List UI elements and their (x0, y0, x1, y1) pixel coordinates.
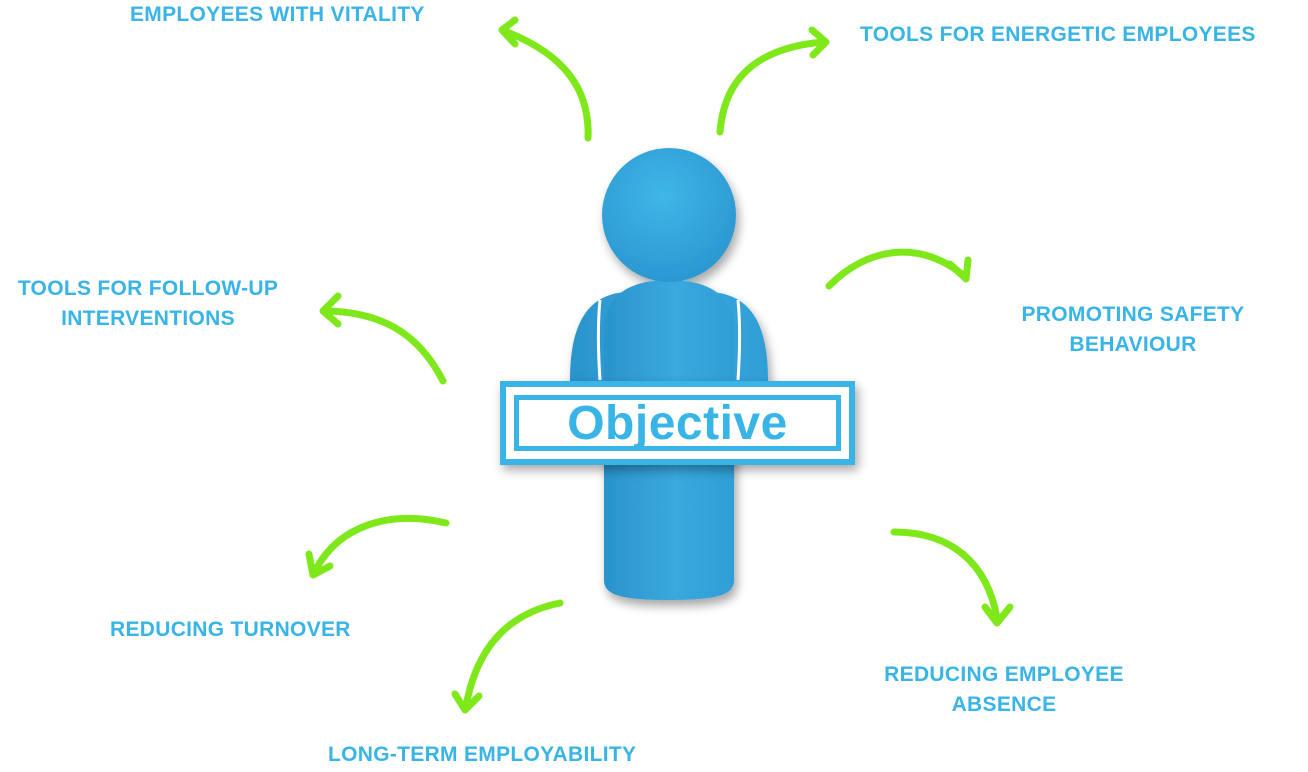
label-reducing-employee-absence: REDUCING EMPLOYEE ABSENCE (866, 660, 1142, 720)
label-text: REDUCING TURNOVER (110, 618, 351, 641)
objective-sign-inner: Objective (514, 395, 841, 451)
label-text: EMPLOYEES WITH VITALITY (130, 3, 425, 26)
label-text: TOOLS FOR ENERGETIC EMPLOYEES (860, 23, 1256, 46)
label-text-line1: PROMOTING SAFETY (1021, 303, 1245, 326)
label-text-line1: REDUCING EMPLOYEE (884, 663, 1124, 686)
arrow-followup-icon (319, 292, 447, 385)
arrow-turnover-icon (305, 514, 450, 579)
label-text-line1: TOOLS FOR FOLLOW-UP (17, 277, 279, 300)
label-text-line2: INTERVENTIONS (61, 307, 235, 330)
label-promoting-safety-behaviour: PROMOTING SAFETY BEHAVIOUR (1004, 300, 1262, 360)
label-text-line2: ABSENCE (951, 693, 1057, 716)
label-employees-with-vitality: EMPLOYEES WITH VITALITY (130, 0, 425, 30)
label-reducing-turnover: REDUCING TURNOVER (110, 615, 351, 645)
person-figure-icon (570, 148, 768, 600)
label-long-term-employability: LONG-TERM EMPLOYABILITY (328, 740, 636, 770)
arrow-energetic-icon (716, 26, 830, 136)
arrow-employability-icon (451, 599, 564, 714)
objective-label: Objective (567, 396, 788, 450)
arrow-vitality-icon (498, 16, 592, 142)
label-tools-for-energetic-employees: TOOLS FOR ENERGETIC EMPLOYEES (860, 20, 1256, 50)
arrow-safety-icon (825, 248, 972, 290)
objective-sign: Objective (500, 381, 855, 465)
label-tools-for-followup-interventions: TOOLS FOR FOLLOW-UP INTERVENTIONS (0, 274, 296, 334)
arrow-absence-icon (890, 528, 1014, 627)
label-text-line2: BEHAVIOUR (1069, 333, 1197, 356)
label-text: LONG-TERM EMPLOYABILITY (328, 743, 637, 766)
